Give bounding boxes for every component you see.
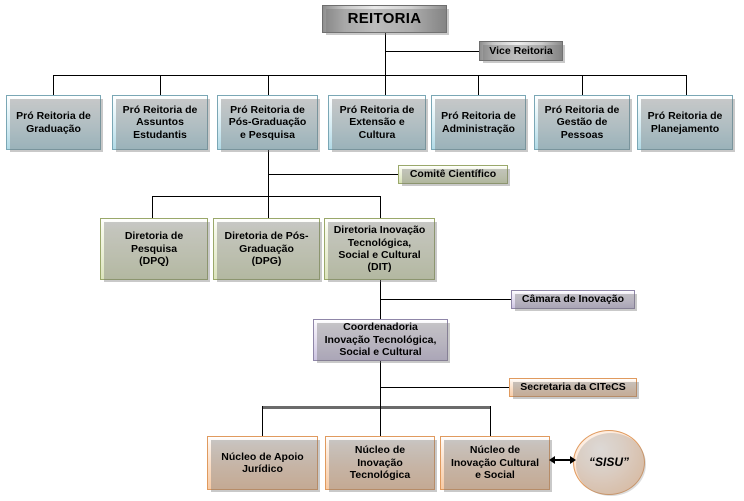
connector-drop-dpg bbox=[268, 196, 269, 218]
node-vice-reitoria[interactable]: Vice Reitoria bbox=[479, 41, 565, 63]
node-pro-reitoria-pos-graduacao-pesquisa[interactable]: Pró Reitoria de Pós-Graduação e Pesquisa bbox=[217, 95, 320, 152]
connector-drop-planejamento bbox=[686, 75, 687, 96]
connector-nucleos-bus bbox=[262, 406, 491, 409]
connector-coordenadoria-secretaria bbox=[380, 387, 509, 388]
arrow-head-right-icon bbox=[570, 455, 576, 464]
connector-drop-dpq bbox=[152, 196, 153, 218]
node-pro-reitoria-graduacao[interactable]: Pró Reitoria de Graduação bbox=[6, 95, 103, 152]
node-sisu[interactable]: “SISU” bbox=[573, 430, 646, 496]
node-secretaria-citecs[interactable]: Secretaria da CITeCS bbox=[509, 378, 639, 399]
node-nucleo-inovacao-cultural-social[interactable]: Núcleo de Inovação Cultural e Social bbox=[440, 436, 552, 492]
node-nucleo-apoio-juridico[interactable]: Núcleo de Apoio Jurídico bbox=[207, 436, 320, 492]
arrow-head-left-icon bbox=[549, 455, 555, 464]
connector-drop-cultural bbox=[490, 406, 491, 437]
connector-drop-tecnologica bbox=[380, 406, 381, 437]
connector-pro-reitoria-bus bbox=[53, 75, 686, 76]
connector-drop-assuntos bbox=[160, 75, 161, 96]
node-pro-reitoria-assuntos-estudantis[interactable]: Pró Reitoria de Assuntos Estudantis bbox=[112, 95, 210, 152]
node-comite-cientifico[interactable]: Comitê Científico bbox=[398, 165, 510, 186]
node-pro-reitoria-administracao[interactable]: Pró Reitoria de Administração bbox=[431, 95, 528, 152]
connector-pos-comite bbox=[268, 174, 399, 175]
node-diretoria-pesquisa-dpq[interactable]: Diretoria de Pesquisa (DPQ) bbox=[100, 218, 210, 282]
connector-pos-stem bbox=[268, 150, 269, 218]
node-nucleo-inovacao-tecnologica[interactable]: Núcleo de Inovação Tecnológica bbox=[325, 436, 437, 492]
node-diretoria-inovacao-dit[interactable]: Diretoria Inovação Tecnológica, Social e… bbox=[324, 218, 437, 282]
connector-coordenadoria-stem bbox=[380, 360, 381, 407]
connector-diretorias-bus bbox=[152, 196, 381, 197]
connector-reitoria-stem bbox=[385, 33, 386, 75]
connector-drop-administracao bbox=[478, 75, 479, 96]
connector-drop-pos bbox=[268, 75, 269, 96]
arrow-shaft bbox=[555, 458, 570, 461]
connector-arrow-sisu bbox=[549, 455, 576, 464]
node-reitoria[interactable]: REITORIA bbox=[322, 5, 449, 35]
connector-dit-camara bbox=[380, 299, 511, 300]
node-pro-reitoria-planejamento[interactable]: Pró Reitoria de Planejamento bbox=[637, 95, 735, 152]
connector-reitoria-vice bbox=[385, 51, 479, 52]
connector-drop-dit bbox=[380, 196, 381, 218]
node-pro-reitoria-gestao-pessoas[interactable]: Pró Reitoria de Gestão de Pessoas bbox=[534, 95, 632, 152]
node-camara-inovacao[interactable]: Câmara de Inovação bbox=[511, 290, 637, 311]
node-diretoria-pos-graduacao-dpg[interactable]: Diretoria de Pós- Graduação (DPG) bbox=[213, 218, 322, 282]
connector-drop-graduacao bbox=[53, 75, 54, 96]
connector-drop-juridico bbox=[262, 406, 263, 437]
node-pro-reitoria-extensao-cultura[interactable]: Pró Reitoria de Extensão e Cultura bbox=[328, 95, 428, 152]
connector-drop-gestao bbox=[582, 75, 583, 96]
node-coordenadoria-inovacao[interactable]: Coordenadoria Inovação Tecnológica, Soci… bbox=[313, 319, 450, 363]
connector-drop-extensao bbox=[385, 75, 386, 96]
